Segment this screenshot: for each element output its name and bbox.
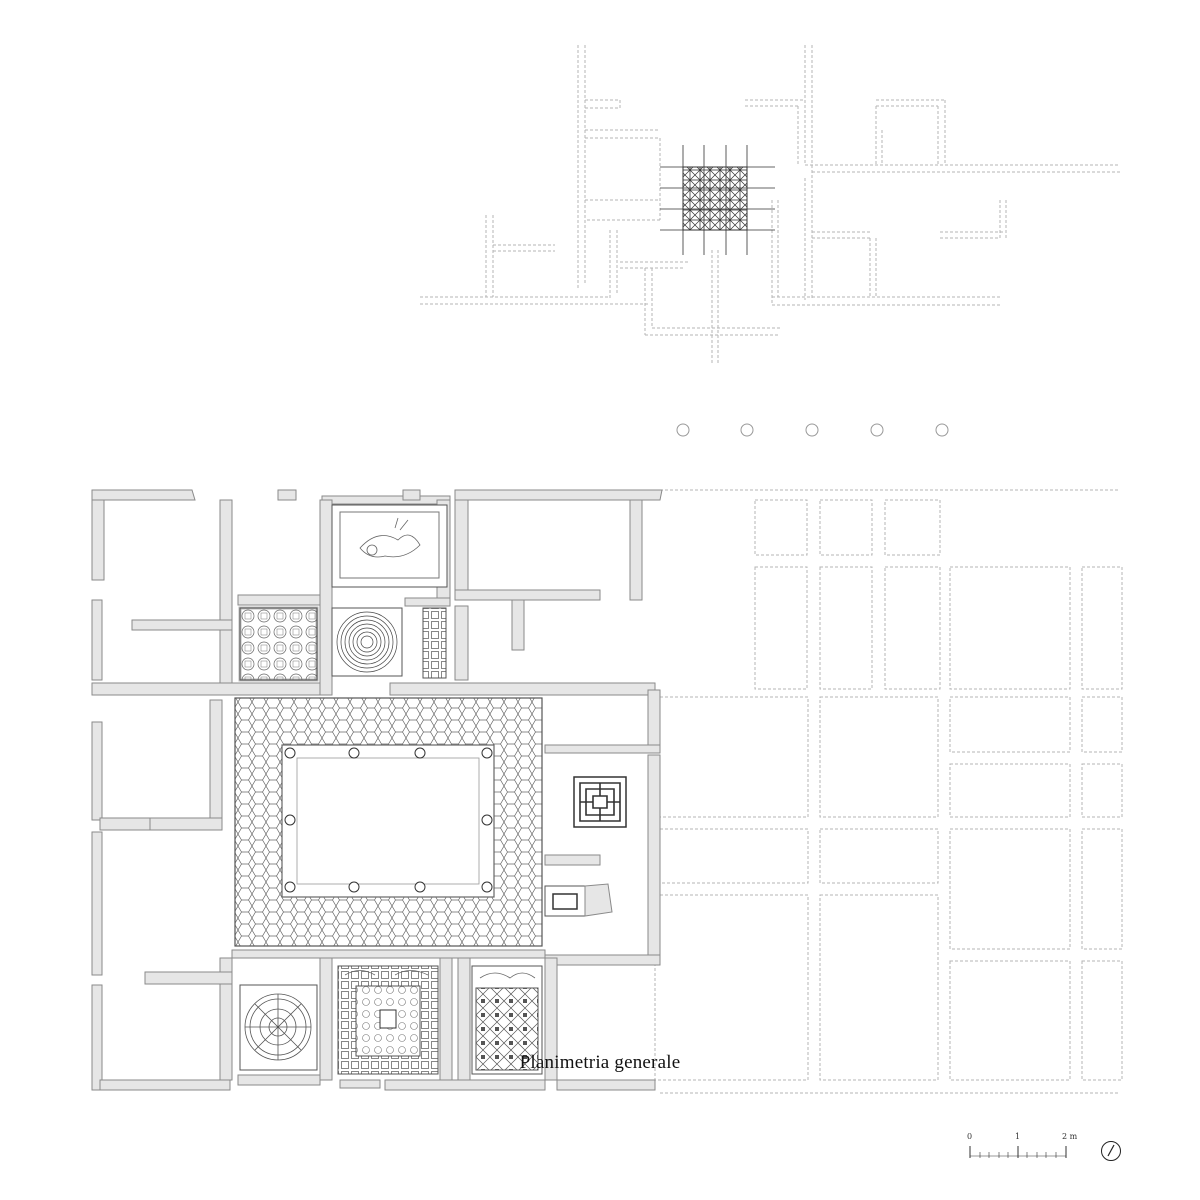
diamond-mosaic xyxy=(475,987,539,1071)
mosaic-panel-grid xyxy=(660,145,775,255)
column-bases-row xyxy=(676,423,949,437)
floor-mosaics xyxy=(234,504,627,1075)
scale-label-0: 0 xyxy=(967,1132,973,1141)
scale-bar: 0 1 2 m xyxy=(960,1132,1090,1172)
lattice-mosaic xyxy=(239,607,318,681)
concentric-mosaic xyxy=(331,607,403,677)
scale-label-1: 1 xyxy=(1015,1132,1021,1141)
scale-ticks xyxy=(969,1146,1067,1158)
house-walls xyxy=(91,489,663,1091)
scale-label-2: 2 m xyxy=(1062,1132,1078,1141)
excavated-wall-outline xyxy=(420,45,1120,365)
strip-mosaic xyxy=(422,607,447,679)
unexcavated-rooms-grid xyxy=(654,489,1123,1094)
peristyle-columns xyxy=(284,747,493,893)
north-arrow-icon xyxy=(1101,1141,1121,1161)
drawing-caption: Planimetria generale xyxy=(519,1052,681,1073)
